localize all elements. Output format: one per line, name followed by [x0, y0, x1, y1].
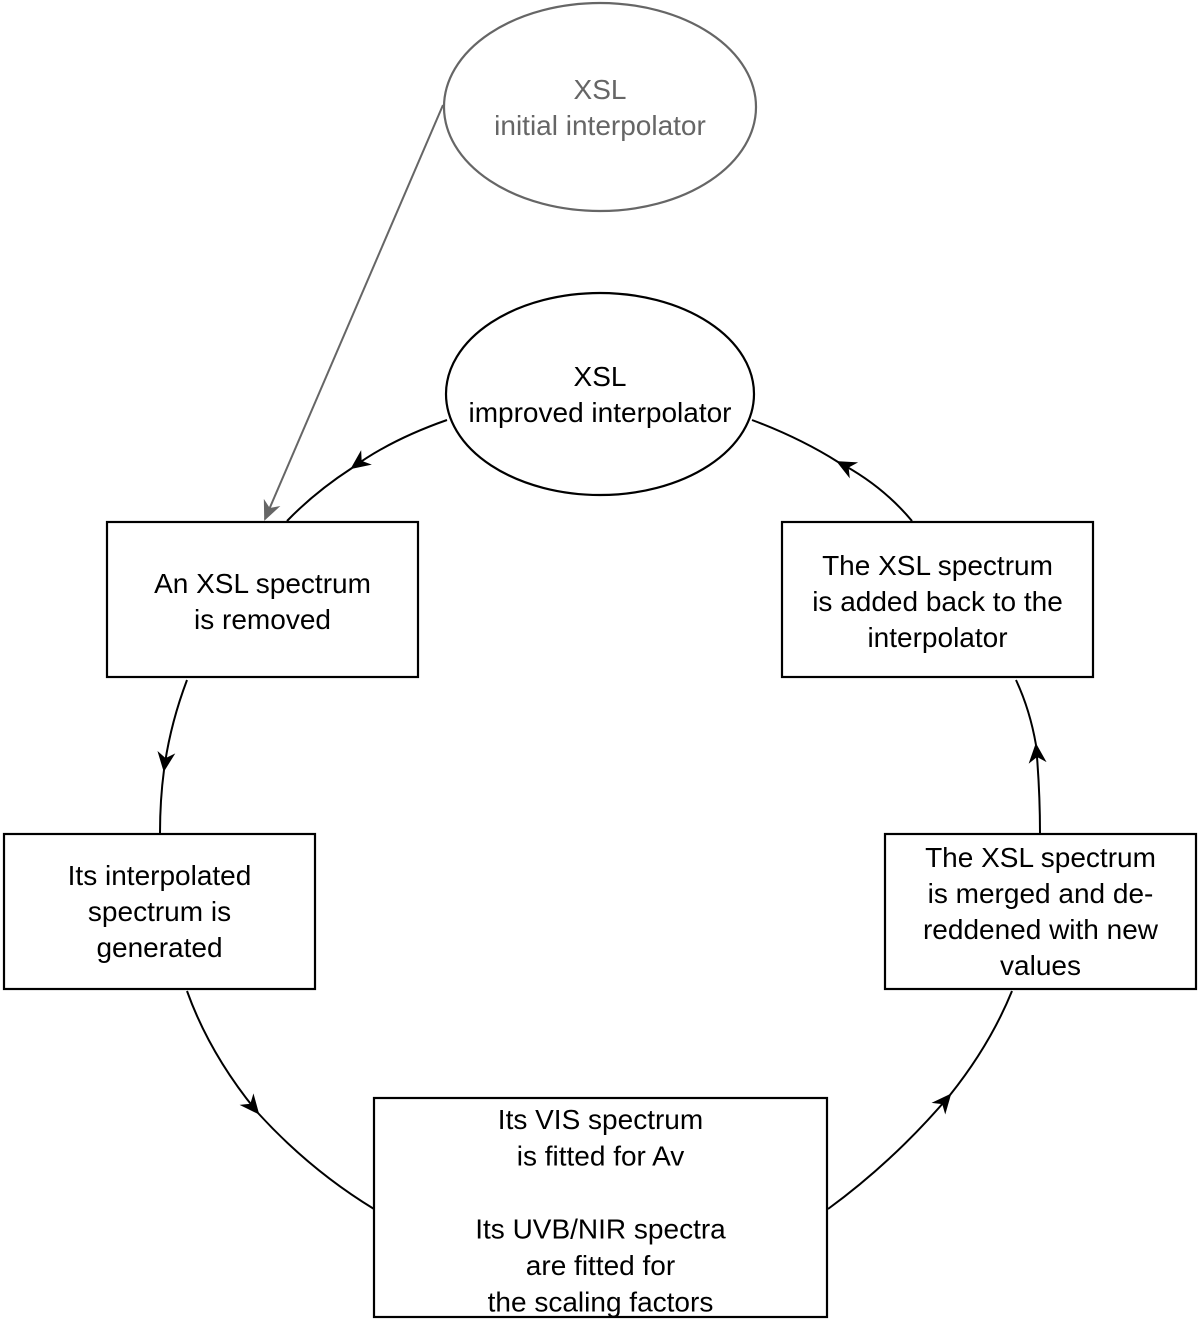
node-spectrum-fitted: Its VIS spectrum is fitted for Av Its UVB/…: [372, 1096, 829, 1319]
node-spectrum-removed-label: An XSL spectrum is removed: [154, 568, 371, 635]
edge-merged-to-added-tail: [1015, 679, 1037, 746]
node-spectrum-removed: An XSL spectrum is removed: [105, 520, 420, 679]
node-spectrum-added-back-label: The XSL spectrum is added back to the inte…: [812, 550, 1063, 653]
node-spectrum-merged: The XSL spectrum is merged and de-reddene…: [883, 832, 1198, 991]
node-spectrum-added-back: The XSL spectrum is added back to the inte…: [780, 520, 1095, 679]
node-improved-interpolator: XSL improved interpolator: [444, 291, 756, 497]
node-spectrum-removed-label-line-2: is removed: [194, 604, 331, 635]
node-spectrum-fitted-label: Its VIS spectrum is fitted for Av Its UVB/…: [475, 1104, 726, 1318]
node-initial-interpolator-label: XSL initial interpolator: [494, 74, 706, 141]
edge-removed-to-generated: [157, 679, 188, 772]
node-spectrum-merged-label-line-1: The XSL spectrum: [925, 842, 1156, 873]
node-spectrum-generated-label: Its interpolated spectrum is generated: [68, 860, 252, 963]
edge-added-to-improved: [836, 461, 913, 522]
edge-added-to-improved-tail: [751, 419, 839, 463]
node-spectrum-merged-label: The XSL spectrum is merged and de-reddene…: [923, 842, 1159, 981]
node-spectrum-added-back-label-line-3: interpolator: [867, 622, 1007, 653]
node-improved-interpolator-label: XSL improved interpolator: [468, 361, 731, 428]
edge-merged-to-added: [1028, 743, 1047, 834]
edge-fitted-to-merged: [827, 1093, 952, 1210]
edge-improved-to-removed-tail: [286, 467, 353, 522]
node-spectrum-merged-label-line-3: reddened with new: [923, 914, 1159, 945]
node-spectrum-generated-label-line-3: generated: [96, 932, 222, 963]
node-spectrum-fitted-label-line-6: the scaling factors: [488, 1286, 714, 1317]
node-spectrum-added-back-label-line-2: is added back to the: [812, 586, 1063, 617]
edge-generated-to-fitted: [186, 990, 260, 1115]
node-initial-interpolator-label-line-2: initial interpolator: [494, 110, 706, 141]
node-spectrum-generated-label-line-2: spectrum is: [88, 896, 231, 927]
node-initial-interpolator: XSL initial interpolator: [442, 1, 758, 213]
node-improved-interpolator-label-line-2: improved interpolator: [468, 397, 731, 428]
node-spectrum-fitted-label-line-1: Its VIS spectrum: [498, 1104, 703, 1135]
node-spectrum-added-back-label-line-1: The XSL spectrum: [822, 550, 1053, 581]
node-spectrum-fitted-label-line-5: are fitted for: [526, 1250, 675, 1281]
edge-fitted-to-merged-tail: [949, 990, 1013, 1096]
node-spectrum-generated: Its interpolated spectrum is generated: [2, 832, 317, 991]
edge-removed-to-generated-tail: [159, 769, 165, 834]
node-spectrum-fitted-label-line-2: is fitted for Av: [517, 1140, 685, 1171]
node-initial-interpolator-label-line-1: XSL: [574, 74, 627, 105]
node-spectrum-fitted-label-line-4: Its UVB/NIR spectra: [475, 1213, 726, 1244]
node-spectrum-generated-label-line-1: Its interpolated: [68, 860, 252, 891]
edge-initial-to-removed: [263, 104, 444, 521]
node-improved-interpolator-label-line-1: XSL: [574, 361, 627, 392]
node-spectrum-merged-label-line-4: values: [1000, 950, 1081, 981]
cycle-edges: [157, 104, 1047, 1210]
node-spectrum-merged-label-line-2: is merged and de-: [928, 878, 1154, 909]
edge-generated-to-fitted-tail: [257, 1112, 375, 1210]
node-spectrum-removed-label-line-1: An XSL spectrum: [154, 568, 371, 599]
edge-improved-to-removed: [350, 419, 448, 470]
